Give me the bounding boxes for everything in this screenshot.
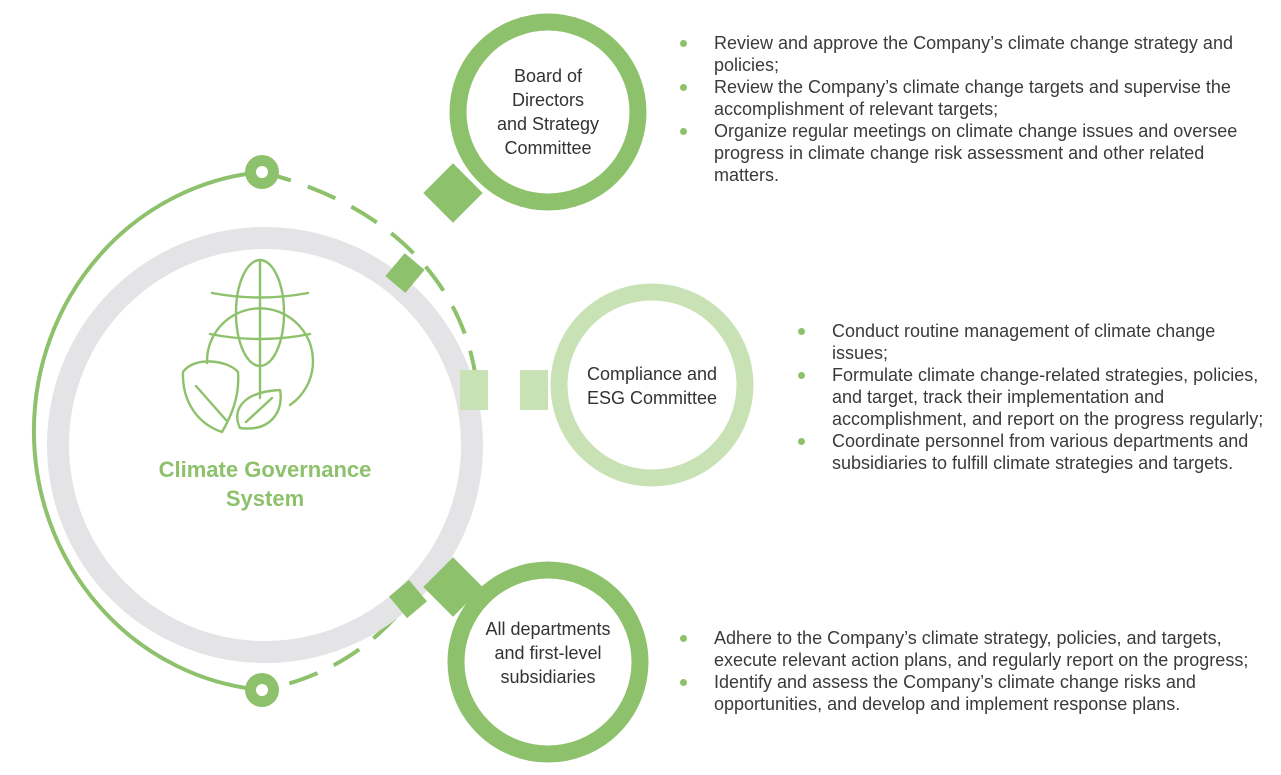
connector-bottom bbox=[389, 579, 427, 619]
compliance-duties-list: Conduct routine management of climate ch… bbox=[798, 320, 1273, 474]
node-board-label: Board of Directors and Strategy Committe… bbox=[478, 60, 618, 164]
node-label-line: All departments bbox=[485, 619, 611, 639]
node-board-pointer bbox=[423, 163, 483, 223]
node-board-circle bbox=[449, 13, 647, 211]
outer-arc bbox=[31, 170, 263, 692]
node-label-line: ESG Committee bbox=[586, 388, 718, 408]
connector-middle-right bbox=[520, 370, 548, 410]
node-label-line: Directors bbox=[511, 90, 584, 110]
departments-duties-list: Adhere to the Company’s climate strategy… bbox=[680, 627, 1260, 715]
list-item: Formulate climate change-related strateg… bbox=[798, 364, 1273, 430]
list-item: Review the Company’s climate change targ… bbox=[680, 76, 1260, 120]
board-duties-list: Review and approve the Company’s climate… bbox=[680, 32, 1260, 186]
connector-middle-left bbox=[460, 370, 488, 410]
node-compliance-circle bbox=[550, 283, 754, 487]
node-label-line: subsidiaries bbox=[500, 667, 596, 687]
node-label-line: and Strategy bbox=[496, 114, 600, 134]
bottom-endpoint-dot-inner bbox=[256, 684, 268, 696]
connector-top bbox=[385, 253, 425, 293]
center-title-line: System bbox=[225, 486, 305, 511]
center-title-line: Climate Governance bbox=[158, 457, 372, 482]
node-compliance-label: Compliance and ESG Committee bbox=[562, 360, 742, 412]
node-departments-circle bbox=[447, 561, 649, 763]
list-item: Organize regular meetings on climate cha… bbox=[680, 120, 1260, 186]
list-item: Conduct routine management of climate ch… bbox=[798, 320, 1273, 364]
center-ring bbox=[47, 227, 483, 663]
list-item: Adhere to the Company’s climate strategy… bbox=[680, 627, 1260, 671]
node-label-line: Board of bbox=[513, 66, 583, 86]
node-label-line: Compliance and bbox=[586, 364, 718, 384]
list-item: Coordinate personnel from various depart… bbox=[798, 430, 1273, 474]
top-endpoint-dot-inner bbox=[256, 166, 268, 178]
node-departments-label: All departments and first-level subsidia… bbox=[468, 614, 628, 692]
node-label-line: Committee bbox=[504, 138, 592, 158]
globe-leaf-icon bbox=[181, 258, 315, 434]
node-label-line: and first-level bbox=[494, 643, 602, 663]
center-title: Climate Governance System bbox=[100, 455, 430, 513]
list-item: Review and approve the Company’s climate… bbox=[680, 32, 1260, 76]
list-item: Identify and assess the Company’s climat… bbox=[680, 671, 1260, 715]
